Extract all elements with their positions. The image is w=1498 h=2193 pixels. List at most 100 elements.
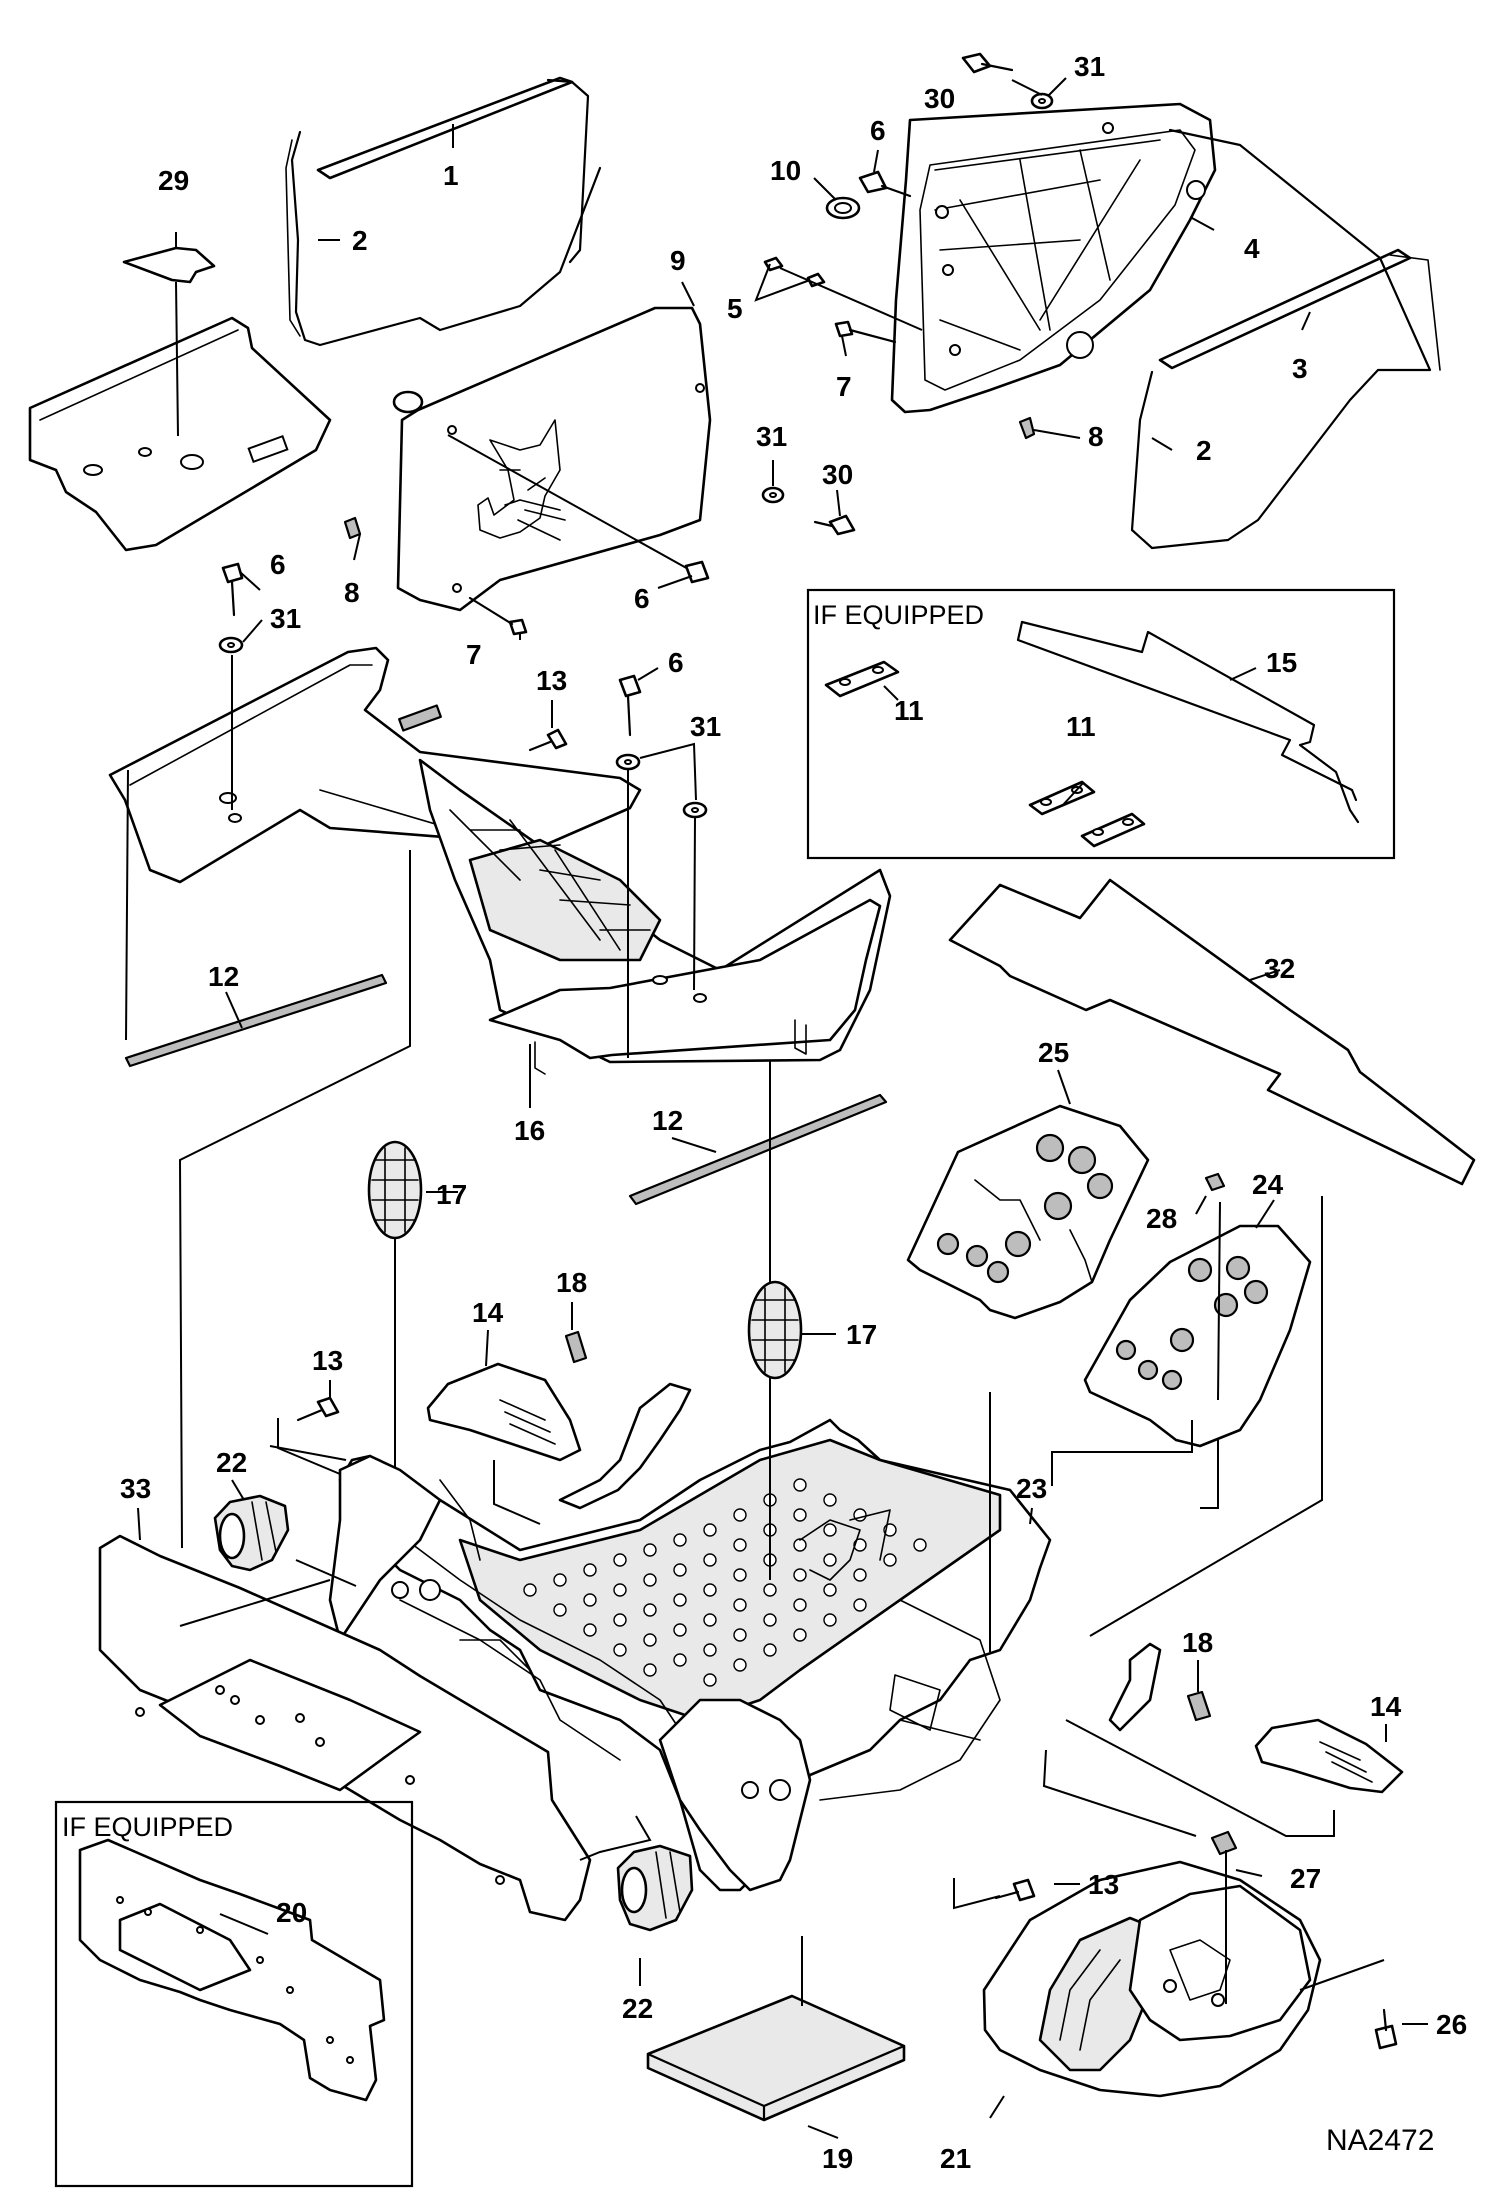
part-33-side-panel: [98, 1534, 592, 1922]
callout-17: 17: [846, 1319, 877, 1350]
inset-bottom-frame: IF EQUIPPED: [54, 1800, 414, 2188]
callout-28: 28: [1146, 1203, 1177, 1234]
part-11-bracket-a: [824, 660, 900, 698]
callout-30: 30: [822, 459, 853, 490]
figure-code: NA2472: [1326, 2124, 1434, 2157]
callout-9: 9: [670, 245, 686, 276]
part-31-washer-c: [682, 801, 708, 819]
part-21-fender: [982, 1850, 1385, 2098]
part-11-bracket-c: [1080, 812, 1146, 848]
callout-11: 11: [1066, 711, 1096, 742]
part-29-plate: [122, 246, 216, 284]
callout-18: 18: [1182, 1627, 1213, 1658]
callout-15: 15: [1266, 647, 1297, 678]
part-14-pedal-pad-right: [1254, 1718, 1404, 1794]
callout-11: 11: [894, 695, 924, 726]
callout-23: 23: [1016, 1473, 1047, 1504]
callout-31: 31: [270, 603, 301, 634]
callout-31: 31: [1074, 51, 1105, 82]
part-13-bolt-b: [296, 1396, 340, 1422]
callout-17: 17: [436, 1179, 467, 1210]
floor-rear-bracket: [558, 1382, 1162, 1732]
floor-right-support: [658, 1698, 812, 1892]
callout-6: 6: [870, 115, 886, 146]
part-8-clip-left: [343, 516, 362, 540]
part-13-bolt-c: [994, 1878, 1036, 1902]
part-19-floor-pad: [646, 1994, 906, 2122]
part-16-center-console: [418, 758, 892, 1075]
callout-25: 25: [1038, 1037, 1069, 1068]
part-4-rear-frame: [890, 102, 1217, 414]
part-31-washer-mid: [761, 486, 785, 504]
callout-3: 3: [1292, 353, 1308, 384]
callout-26: 26: [1436, 2009, 1467, 2040]
part-6-bolt-door: [684, 560, 710, 584]
inset-bottom-title: IF EQUIPPED: [62, 1812, 233, 1842]
part-20-bracket: [78, 1838, 386, 2102]
callout-22: 22: [622, 1993, 653, 2024]
part-7-bolt-door: [468, 596, 528, 636]
floor-stud-grid: [523, 1478, 927, 1687]
callout-6: 6: [634, 583, 650, 614]
part-31-washer-b: [615, 753, 641, 771]
part-12-strip-right: [628, 1093, 888, 1206]
callout-18: 18: [556, 1267, 587, 1298]
callout-6: 6: [668, 647, 684, 678]
callout-7: 7: [836, 371, 852, 402]
callout-leaders: [137, 77, 1428, 2139]
part-25-pedal-plate: [906, 1104, 1150, 1320]
part-27-clip: [1210, 1830, 1238, 1856]
callout-21: 21: [940, 2143, 971, 2174]
callout-31: 31: [690, 711, 721, 742]
part-28-nut: [1204, 1172, 1226, 1192]
part-14-pedal-pad-left: [426, 1362, 582, 1462]
callout-14: 14: [472, 1297, 504, 1328]
callout-14: 14: [1370, 1691, 1402, 1722]
left-side-cover: [28, 281, 332, 552]
callout-20: 20: [276, 1897, 307, 1928]
part-15-seal-strip: [1016, 620, 1360, 824]
part-11-bracket-b: [1028, 780, 1096, 816]
callout-13: 13: [536, 665, 567, 696]
part-7-bolt-top: [834, 320, 897, 344]
part-31-washer-top: [1030, 92, 1054, 110]
part-9-rear-door: [392, 306, 712, 612]
callout-12: 12: [652, 1105, 683, 1136]
part-2-seal-left: [285, 130, 602, 347]
part-10-grommet: [825, 196, 861, 220]
part-1-top-seal: [316, 76, 590, 264]
callout-1: 1: [443, 160, 459, 191]
part-2-seal-right: [1130, 128, 1441, 550]
part-32-seal-strip: [948, 878, 1476, 1186]
part-6-bolt-b: [618, 674, 642, 737]
part-30-bolt-mid: [813, 514, 856, 536]
part-22-boot-lower: [616, 1844, 694, 1932]
callout-33: 33: [120, 1473, 151, 1504]
callout-6: 6: [270, 549, 286, 580]
callout-27: 27: [1290, 1863, 1321, 1894]
callout-10: 10: [770, 155, 801, 186]
part-26-bolt: [1374, 2008, 1398, 2050]
callout-22: 22: [216, 1447, 247, 1478]
callout-7: 7: [466, 639, 482, 670]
callout-31: 31: [756, 421, 787, 452]
callout-labels: 1 2 29 30 31 6 10 4 9 5 3 7 8 2 31 30 6 …: [120, 51, 1467, 2174]
callout-2: 2: [352, 225, 368, 256]
part-6-bolt-top: [858, 170, 912, 198]
callout-13: 13: [1088, 1869, 1119, 1900]
callout-29: 29: [158, 165, 189, 196]
callout-30: 30: [924, 83, 955, 114]
part-18-pad-right: [1186, 1690, 1212, 1722]
part-30-bolt-top: [961, 52, 1014, 74]
callout-8: 8: [344, 577, 360, 608]
part-17-grille-right: [747, 1280, 803, 1380]
part-23-floor-plate: [338, 1418, 1052, 1892]
callout-2: 2: [1196, 435, 1212, 466]
part-31-washer-left: [218, 636, 244, 654]
part-12-strip-left: [124, 973, 388, 1068]
part-3-seal-top: [1158, 248, 1412, 370]
inset-top-title: IF EQUIPPED: [813, 600, 984, 630]
part-22-boot-upper: [213, 1494, 290, 1572]
callout-4: 4: [1244, 233, 1260, 264]
part-17-grille-left: [367, 1140, 423, 1240]
